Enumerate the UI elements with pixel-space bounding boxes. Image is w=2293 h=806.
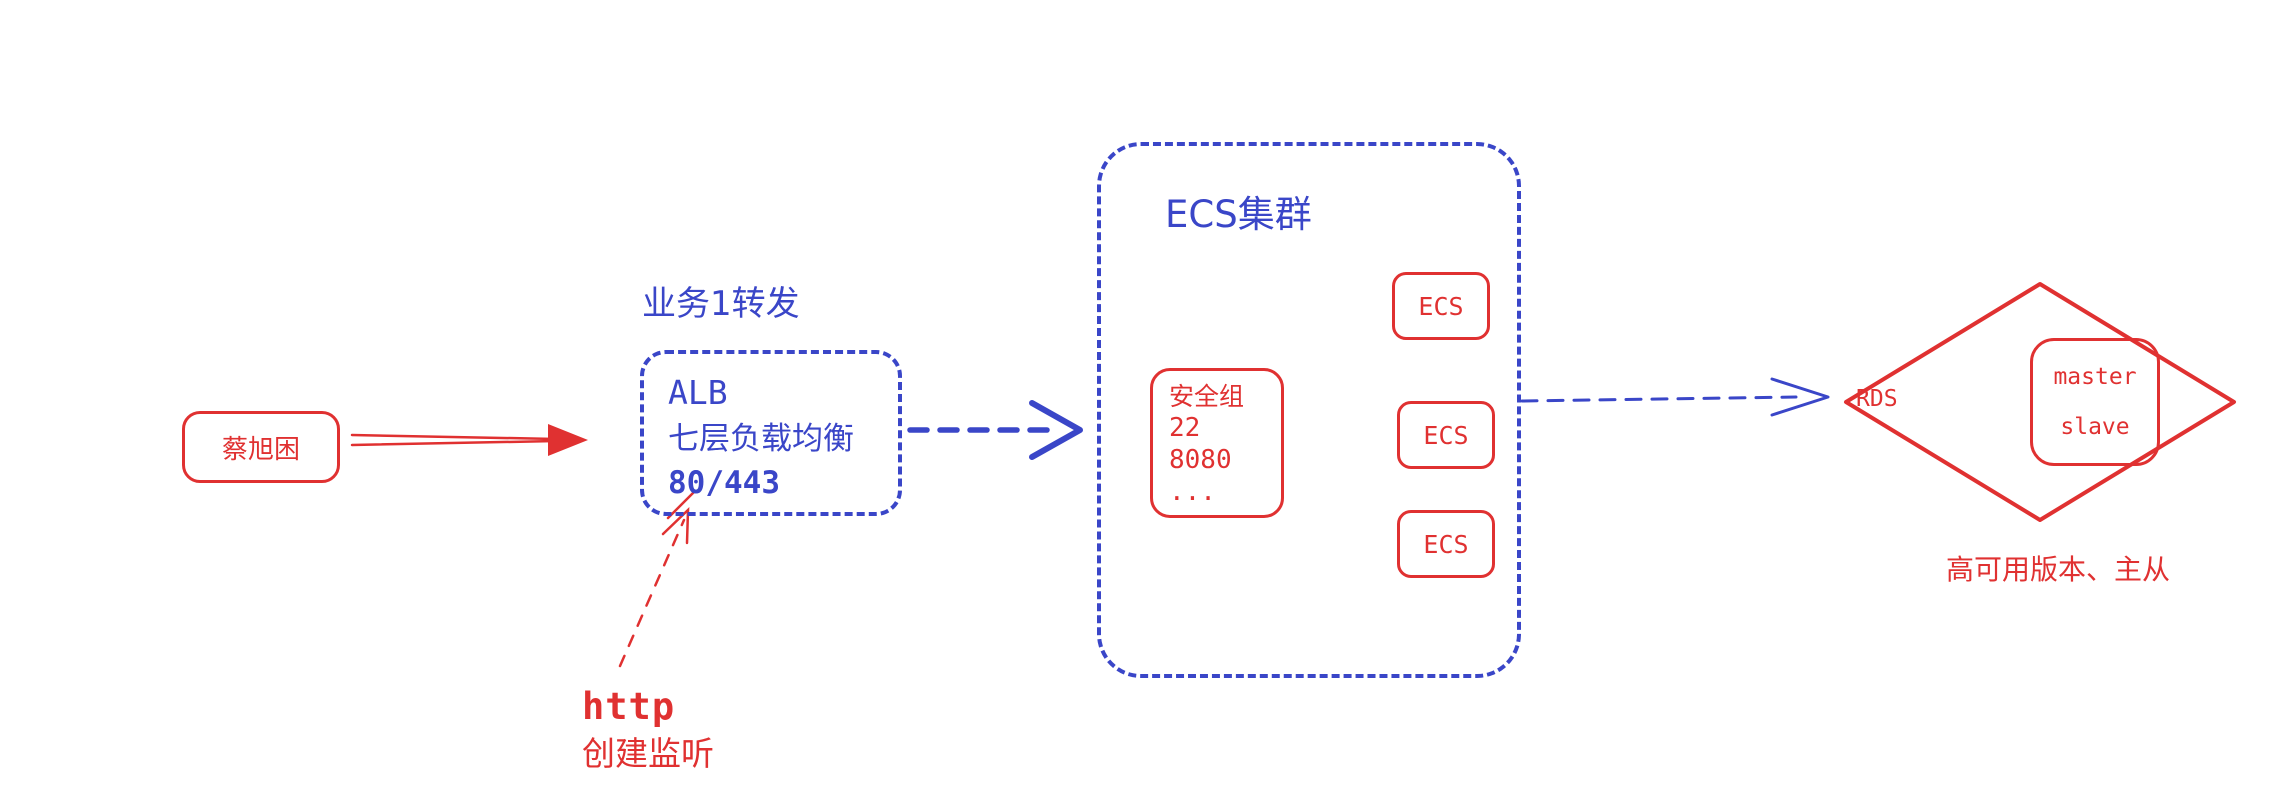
security-group-node: 安全组 22 8080 ... — [1150, 368, 1284, 518]
ecs-instance-1: ECS — [1392, 272, 1490, 340]
alb-subtitle: 七层负载均衡 — [668, 420, 854, 457]
arrowhead-user-to-alb — [548, 424, 588, 456]
ecs-instance-3-label: ECS — [1423, 529, 1469, 559]
ecs-cluster-node: ECS集群 安全组 22 8080 ... ECS ECS ECS — [1097, 142, 1521, 678]
rds-master-label: master — [2053, 364, 2137, 391]
ecs-instance-1-label: ECS — [1418, 291, 1464, 321]
http-note-line2: 创建监听 — [582, 733, 714, 773]
security-group-port-8080: 8080 — [1169, 445, 1232, 476]
arrow-ecs-to-rds — [1520, 377, 1830, 417]
rds-master-slave-node: master slave — [2030, 338, 2160, 466]
alb-name: ALB — [668, 373, 728, 412]
alb-node: ALB 七层负载均衡 80/443 — [640, 350, 902, 516]
arrow-http-to-alb — [618, 490, 696, 668]
user-node: 蔡旭困 — [182, 411, 340, 483]
ecs-cluster-title: ECS集群 — [1165, 193, 1312, 236]
http-note: http 创建监听 — [582, 682, 714, 776]
ecs-instance-2-label: ECS — [1423, 420, 1469, 450]
security-group-more: ... — [1169, 477, 1216, 508]
security-group-title: 安全组 — [1169, 382, 1245, 411]
alb-ports: 80/443 — [668, 464, 780, 501]
alb-title: 业务1转发 — [642, 284, 800, 324]
rds-caption: 高可用版本、主从 — [1946, 553, 2171, 586]
ecs-instance-2: ECS — [1397, 401, 1495, 469]
user-node-label: 蔡旭困 — [221, 434, 300, 465]
http-note-line1: http — [582, 685, 676, 728]
arrow-user-to-alb — [350, 424, 588, 456]
arrow-alb-to-ecs — [907, 400, 1083, 460]
rds-label: RDS — [1856, 386, 1898, 412]
security-group-port-22: 22 — [1169, 413, 1201, 443]
rds-slave-label: slave — [2060, 413, 2130, 440]
ecs-instance-3: ECS — [1397, 510, 1495, 578]
